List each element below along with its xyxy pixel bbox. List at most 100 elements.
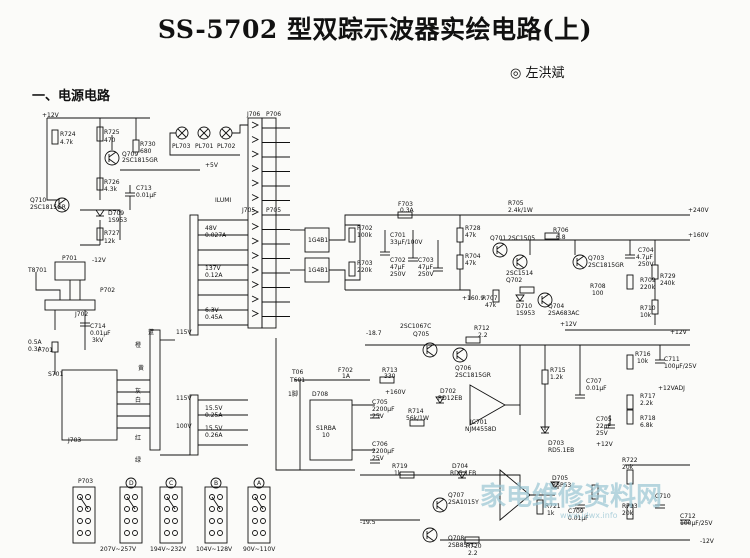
label-d705v: RSP53: [552, 482, 571, 489]
label-v115b: 115V: [176, 395, 192, 402]
label-q702v: 2SC1514: [506, 270, 533, 277]
connector-j705: [247, 117, 263, 329]
label-r1: 207V~257V: [100, 546, 137, 553]
transistor-emitter: [496, 250, 505, 257]
author-credit: ◎ 左洪斌: [510, 66, 565, 81]
label-ic701v: NJM4558D: [465, 426, 497, 433]
label-w155b: 15.5V: [205, 425, 223, 432]
label-r703: R703: [357, 260, 373, 267]
resistor: [626, 469, 634, 485]
label-r718v: 6.8k: [640, 422, 654, 429]
label-r724: R724: [60, 131, 76, 138]
label-r702v: 100k: [357, 232, 372, 239]
label-r721v: 1k: [547, 510, 555, 517]
label-c706w: 25V: [372, 455, 385, 462]
label-r727: R727: [104, 230, 120, 237]
label-r708v: 100: [592, 290, 604, 297]
pilot-lamp: [175, 126, 189, 140]
label-c710: C710: [655, 493, 671, 500]
plug-pin: [260, 494, 266, 500]
label-q701: Q701: [490, 235, 506, 242]
q708-transistor: [422, 527, 438, 543]
plug-pin: [217, 494, 223, 500]
label-d708: D708: [312, 391, 328, 398]
label-q701v: 2SC1505: [508, 235, 535, 242]
plug-pin: [172, 518, 178, 524]
resistor: [626, 394, 634, 410]
label-r722v: 20k: [622, 464, 634, 471]
transformer-secondary: [189, 214, 199, 336]
label-r729v: 240k: [660, 280, 675, 287]
label-r4: 90V~110V: [243, 546, 276, 553]
ic701-opamp-b: [499, 469, 531, 521]
plug-p703: [72, 486, 96, 544]
label-p160b: +160V: [385, 389, 406, 396]
plug-pin: [164, 530, 170, 536]
plug-pin: [124, 494, 130, 500]
transistor-collector: [516, 255, 525, 262]
label-d710v: 1S953: [516, 310, 535, 317]
label-r714: R714: [408, 408, 424, 415]
label-r707: R707: [482, 295, 498, 302]
label-c706v: 2200μF: [372, 448, 395, 455]
plug-key-circle: [125, 477, 137, 489]
label-r725v: 470: [104, 137, 116, 144]
label-w155a: 15.5V: [205, 405, 223, 412]
label-r721: R721: [545, 503, 561, 510]
d703-zener: [540, 426, 550, 434]
resistor: [651, 299, 659, 315]
label-c709: C709: [568, 508, 584, 515]
label-c701v: 33μF/100V: [390, 239, 423, 246]
resistor: [651, 264, 659, 280]
plug-pin: [124, 518, 130, 524]
plug-pin: [85, 494, 91, 500]
watermark-url: www.jdwx.info: [560, 511, 618, 520]
label-d703: D703: [548, 440, 564, 447]
label-t06: T06: [291, 369, 303, 376]
wire: [80, 209, 121, 240]
label-j702: J702: [74, 311, 88, 318]
wire: [169, 132, 240, 156]
label-d704: D704: [452, 463, 468, 470]
label-d703v: RD5.1EB: [548, 447, 574, 454]
resistor: [348, 227, 356, 243]
wire: [360, 474, 521, 490]
plug-pin: [217, 506, 223, 512]
transistor-collector: [456, 348, 465, 355]
label-j705: J705: [241, 207, 255, 214]
label-r707v: 47k: [485, 302, 497, 309]
plug-pin: [85, 506, 91, 512]
lamp-cross: [177, 128, 187, 138]
label-c702w: 250V: [390, 271, 406, 278]
label-q707: Q707: [448, 492, 464, 499]
connector-j702: [44, 299, 96, 311]
label-c705v: 2200μF: [372, 406, 395, 413]
label-r713v: 330: [384, 373, 396, 380]
plug-b: [204, 486, 228, 544]
lamp-cross: [199, 128, 209, 138]
label-r702: R702: [357, 225, 373, 232]
label-j703: J703: [67, 437, 81, 444]
label-pl701: PL701: [195, 143, 214, 150]
label-c714v: 0.01μF: [90, 330, 111, 337]
label-s1rbav: 10: [322, 432, 330, 439]
watermark-text: 家电维修资料网: [480, 481, 662, 512]
q703-transistor: [572, 254, 588, 270]
wire: [299, 380, 320, 471]
label-c706: C706: [372, 441, 388, 448]
plug-pin: [252, 518, 258, 524]
transistor-collector: [436, 498, 445, 505]
label-c708w: 25V: [596, 430, 609, 437]
resistor: [536, 499, 544, 515]
label-m12v: -12V: [92, 257, 107, 264]
fuse-f703: [397, 211, 413, 219]
label-q708v: 2SB857C: [448, 542, 475, 549]
label-r717v: 2.2k: [640, 400, 654, 407]
label-r716v: 10k: [637, 358, 649, 365]
label-q710: Q710: [30, 197, 46, 204]
transistor-collector: [576, 255, 585, 262]
transistor-emitter: [541, 300, 550, 307]
label-r703v: 220k: [357, 267, 372, 274]
bridge-s1rba10: [309, 399, 353, 461]
wire: [345, 224, 361, 281]
